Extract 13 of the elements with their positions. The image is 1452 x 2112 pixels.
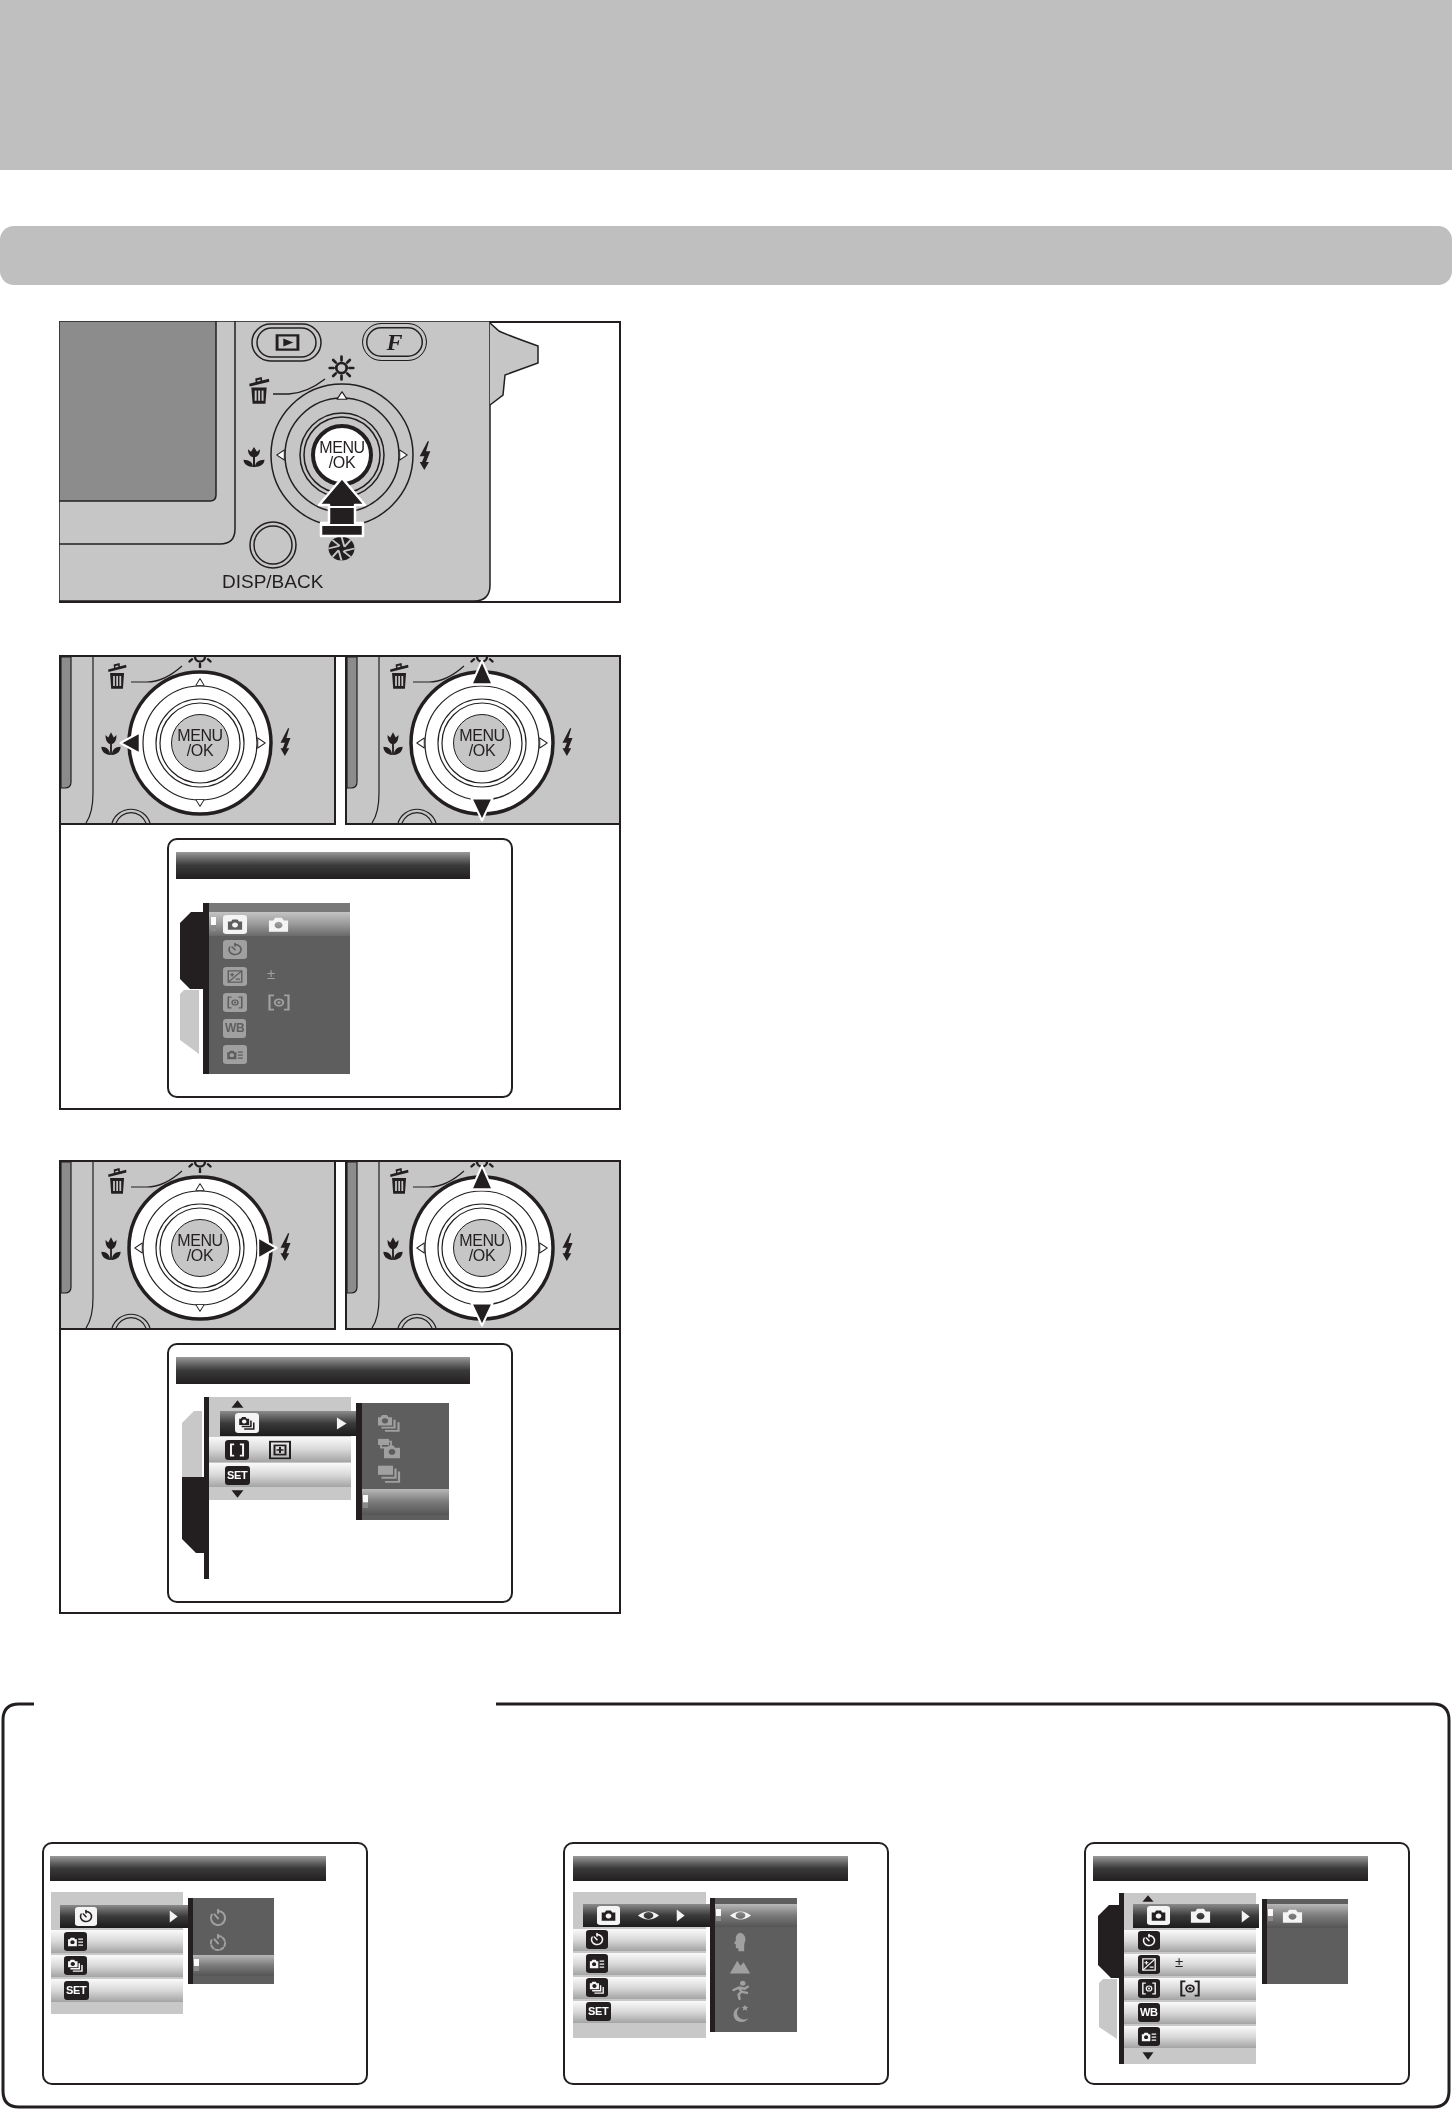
camera-closeup — [345, 655, 621, 825]
plus-minus-sign: ± — [267, 966, 276, 981]
wb-symbol: WB — [1138, 2003, 1160, 2022]
set-symbol: SET — [586, 2002, 611, 2021]
plus-minus-sign: ± — [1175, 1954, 1184, 1969]
button-caption: DISP/BACK — [222, 572, 324, 591]
set-symbol: SET — [225, 1466, 250, 1485]
set-symbol: SET — [64, 1981, 89, 2000]
section-heading-bar — [0, 226, 1452, 285]
camera-closeup — [59, 1160, 336, 1330]
camera-closeup — [345, 1160, 621, 1330]
wb-symbol: WB — [223, 1019, 247, 1038]
camera-closeup — [59, 655, 336, 825]
